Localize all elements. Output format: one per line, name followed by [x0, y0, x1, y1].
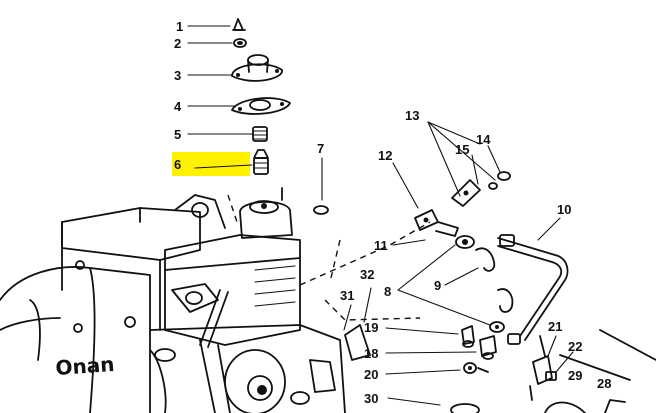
part-hose-fitting — [414, 209, 459, 237]
leader-lines — [187, 25, 574, 406]
part-clamp-8 — [489, 321, 505, 333]
onan-logo-text: Onan — [55, 352, 116, 380]
part-elbow-13 — [451, 171, 511, 207]
callout-9: 9 — [434, 278, 441, 293]
callout-11: 11 — [374, 238, 388, 253]
dashed-leader — [227, 194, 239, 226]
callout-8: 8 — [384, 284, 391, 299]
callout-2: 2 — [174, 36, 181, 51]
part-cap — [232, 18, 246, 31]
callout-32: 32 — [360, 267, 374, 282]
part-thermostat — [253, 149, 269, 175]
callout-4: 4 — [174, 99, 182, 114]
callout-20: 20 — [364, 367, 378, 382]
callout-labels: 1 2 3 4 5 6 7 8 9 10 11 12 13 14 15 18 1… — [174, 19, 611, 406]
part-washer — [233, 38, 247, 48]
part-fitting-19 — [461, 325, 475, 348]
callout-28: 28 — [597, 376, 611, 391]
part-outlet-elbow — [231, 54, 283, 82]
engine-block — [0, 187, 346, 413]
callout-19: 19 — [364, 320, 378, 335]
part-fitting-20 — [463, 362, 489, 374]
callout-18: 18 — [364, 346, 378, 361]
highlight-bar-6 — [172, 152, 250, 176]
callout-12: 12 — [378, 148, 392, 163]
part-spring — [252, 126, 268, 142]
part-valve-21 — [529, 335, 557, 401]
callout-6: 6 — [174, 157, 181, 172]
callout-21: 21 — [548, 319, 562, 334]
callout-15: 15 — [455, 142, 469, 157]
part-pipe-10 — [497, 234, 569, 345]
part-bracket-32 — [344, 324, 371, 361]
callout-29: 29 — [568, 368, 582, 383]
callout-31: 31 — [340, 288, 354, 303]
part-clamp — [455, 235, 475, 249]
callout-30: 30 — [364, 391, 378, 406]
dashed-leader — [324, 299, 421, 321]
dashed-leader — [329, 239, 341, 283]
callout-10: 10 — [557, 202, 571, 217]
part-gasket — [231, 97, 291, 115]
part-hose-9 — [475, 247, 514, 313]
part-fitting-18 — [479, 335, 497, 360]
callout-13: 13 — [405, 108, 419, 123]
callout-5: 5 — [174, 127, 181, 142]
part-pin — [313, 205, 329, 215]
callout-3: 3 — [174, 68, 181, 83]
callout-1: 1 — [176, 19, 183, 34]
callout-7: 7 — [317, 141, 324, 156]
callout-22: 22 — [568, 339, 582, 354]
part-misc-lower — [450, 329, 656, 413]
callout-14: 14 — [476, 132, 491, 147]
